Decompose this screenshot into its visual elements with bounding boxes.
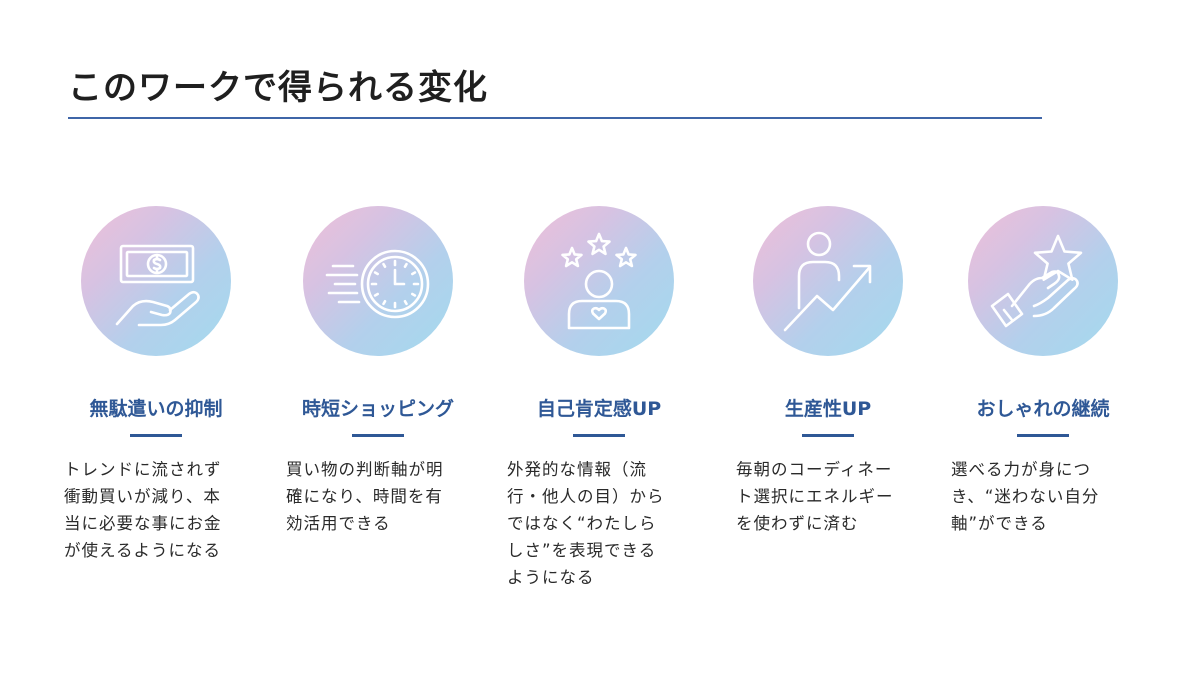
item-title: おしゃれの継続 bbox=[976, 398, 1110, 420]
item-title-underline bbox=[573, 434, 625, 437]
item-title-underline bbox=[130, 434, 182, 437]
icon-circle bbox=[968, 206, 1118, 356]
item-title-underline bbox=[1017, 434, 1069, 437]
fast-clock-icon bbox=[325, 249, 430, 319]
hand-holding-star-icon bbox=[990, 234, 1083, 328]
title-underline bbox=[68, 117, 1042, 119]
page-title: このワークで得られる変化 bbox=[68, 68, 488, 108]
person-growth-arrow-icon bbox=[783, 231, 872, 332]
person-with-stars-icon bbox=[561, 232, 637, 330]
item-description: 買い物の判断軸が明 確になり、時間を有 効活用できる bbox=[286, 460, 444, 533]
icon-circle bbox=[303, 206, 453, 356]
item-title-underline bbox=[352, 434, 404, 437]
item-description: 選べる力が身につ き、“迷わない自分 軸”ができる bbox=[951, 460, 1100, 533]
item-description: 外発的な情報（流 行・他人の目）から ではなく“わたしら しさ”を表現できる よ… bbox=[507, 460, 665, 587]
item-title: 無駄遣いの抑制 bbox=[89, 398, 223, 420]
item-title: 時短ショッピング bbox=[301, 398, 454, 420]
item-title: 生産性UP bbox=[784, 398, 872, 420]
icon-circle bbox=[81, 206, 231, 356]
item-title: 自己肯定感UP bbox=[536, 398, 662, 420]
item-description: 毎朝のコーディネー ト選択にエネルギー を使わずに済む bbox=[736, 460, 894, 533]
icon-circle bbox=[753, 206, 903, 356]
item-title-underline bbox=[802, 434, 854, 437]
money-in-hand-icon bbox=[115, 244, 200, 327]
icon-circle bbox=[524, 206, 674, 356]
item-description: トレンドに流されず 衝動買いが減り、本 当に必要な事にお金 が使えるようになる bbox=[64, 460, 222, 560]
